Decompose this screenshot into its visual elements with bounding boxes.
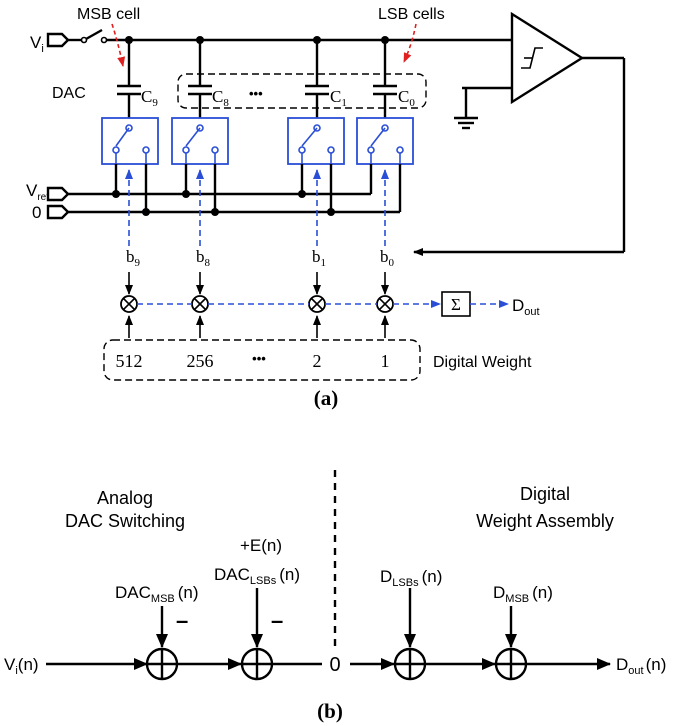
minus-sign-lsbs: – [271, 608, 283, 633]
multiplier-b1 [308, 295, 326, 313]
summation-block: Σ [441, 291, 471, 317]
c9-label: C9 [141, 87, 158, 109]
weight-256: 256 [187, 351, 214, 371]
lsb-cells-label: LSB cells [378, 6, 445, 23]
b8-label: b8 [196, 247, 211, 269]
multiplier-b8 [191, 295, 209, 313]
capacitor-c9: C9 [117, 40, 158, 118]
zero-rail-label: 0 [32, 203, 41, 222]
dac-lsbs-label: DACLSBs(n) [214, 565, 300, 587]
vref-terminal: Vref [26, 181, 371, 203]
lsb-cells-group-box [177, 73, 427, 109]
center-zero-label: 0 [329, 654, 340, 676]
part-b-flow: Analog DAC Switching Digital Weight Asse… [4, 470, 666, 723]
multiplier-b9 [120, 295, 138, 313]
error-term-label: +E(n) [240, 536, 282, 555]
vi-terminal: Vi [30, 28, 108, 55]
capacitor-c1: C1 [305, 40, 347, 118]
sum-junction-dac-msb [145, 647, 179, 681]
switch-box-b1 [287, 117, 345, 165]
comparator [413, 11, 626, 256]
caption-b: (b) [317, 699, 343, 723]
capacitor-c0: C0 [373, 40, 415, 118]
lsb-cells-arrow [403, 23, 417, 63]
capacitor-c8: C8 [188, 40, 229, 118]
sum-junction-d-msb [494, 647, 528, 681]
sum-junction-dac-lsbs [240, 647, 274, 681]
vi-n-label: Vi(n) [4, 655, 39, 677]
switch-box-b8 [171, 117, 229, 165]
switch-box-msb [101, 117, 159, 165]
msb-cell-label: MSB cell [77, 6, 140, 23]
c0-label: C0 [398, 87, 415, 109]
switch-box-b0 [356, 117, 414, 165]
sum-junction-d-lsbs [393, 647, 427, 681]
analog-title-line2: DAC Switching [65, 511, 185, 531]
vi-port-symbol [46, 32, 70, 48]
d-lsbs-label: DLSBs(n) [380, 567, 442, 589]
c8-label: C8 [212, 87, 229, 109]
dout-label: Dout [512, 296, 540, 318]
dout-n-label: Dout(n) [616, 655, 666, 677]
dac-msb-label: DACMSB(n) [115, 583, 199, 605]
weight-2: 2 [313, 351, 322, 371]
part-a-circuit: Vi MSB cell LSB cells DAC C9 [26, 6, 626, 410]
digital-title-line2: Weight Assembly [476, 511, 614, 531]
b1-label: b1 [312, 247, 326, 269]
dac-label: DAC [52, 85, 86, 102]
zero-terminal: 0 [32, 203, 400, 222]
c1-label: C1 [330, 87, 347, 109]
d-msb-label: DMSB(n) [493, 583, 553, 605]
weight-1: 1 [381, 351, 390, 371]
msb-cell-arrow [111, 23, 126, 67]
analog-title-line1: Analog [97, 488, 153, 508]
digital-weight-box [103, 339, 421, 381]
weight-ellipsis: ••• [252, 351, 266, 366]
b0-label: b0 [380, 247, 395, 269]
digital-title-line1: Digital [520, 484, 570, 504]
caption-a: (a) [314, 386, 339, 410]
comparator-hysteresis-icon [521, 47, 543, 69]
b9-label: b9 [126, 247, 141, 269]
digital-weight-label: Digital Weight [433, 354, 532, 371]
multiplier-b0 [376, 295, 394, 313]
weight-512: 512 [116, 351, 143, 371]
minus-sign-msb: – [176, 608, 188, 633]
vref-label: Vref [26, 181, 49, 203]
sampling-switch [85, 28, 103, 41]
vi-label: Vi [30, 33, 44, 55]
sum-symbol: Σ [451, 295, 461, 314]
capacitor-ellipsis: ••• [249, 86, 263, 101]
